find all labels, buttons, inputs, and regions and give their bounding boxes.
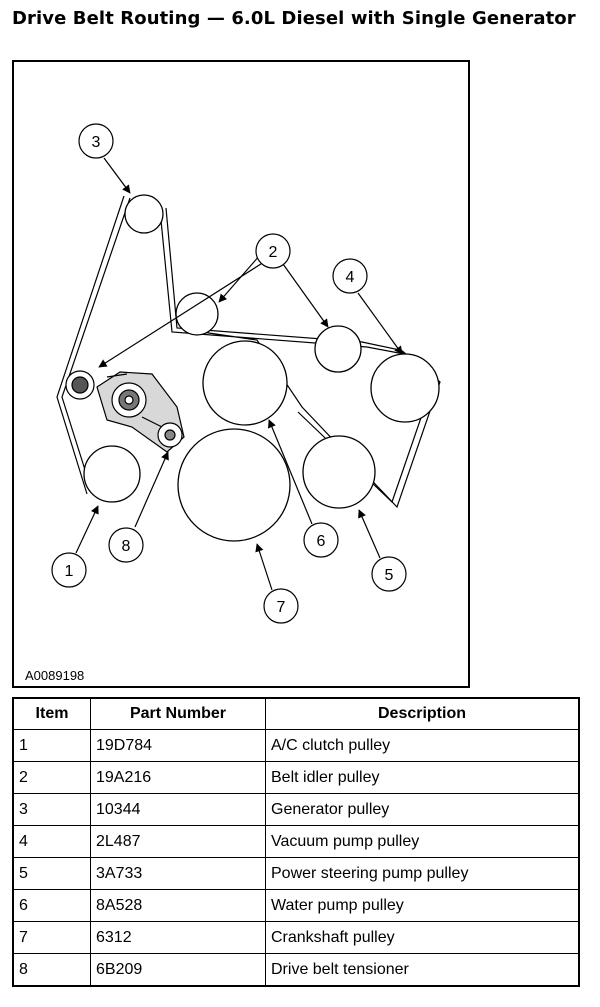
cell-item: 6 — [12, 889, 91, 922]
cell-part-number: 10344 — [90, 793, 266, 826]
callout-1: 1 — [65, 563, 74, 580]
table-header-row: Item Part Number Description — [12, 697, 580, 730]
leader-5 — [358, 509, 381, 559]
page-title: Drive Belt Routing — 6.0L Diesel with Si… — [12, 8, 576, 29]
cell-part-number: 19D784 — [90, 729, 266, 762]
table-row: 1 19D784 A/C clutch pulley — [12, 729, 580, 762]
leader-4 — [357, 292, 403, 355]
table-row: 4 2L487 Vacuum pump pulley — [12, 825, 580, 858]
diagram-svg: 3 2 4 8 1 6 5 7 — [51, 123, 441, 624]
leader-3 — [103, 157, 131, 194]
table-row: 3 10344 Generator pulley — [12, 793, 580, 826]
header-item: Item — [12, 697, 91, 730]
cell-item: 2 — [12, 761, 91, 794]
cell-description: Generator pulley — [265, 793, 580, 826]
callout-6: 6 — [317, 533, 326, 550]
cell-description: Belt idler pulley — [265, 761, 580, 794]
callout-7: 7 — [277, 599, 286, 616]
crankshaft-pulley — [177, 428, 291, 542]
table-row: 7 6312 Crankshaft pulley — [12, 921, 580, 954]
leader-2c — [282, 263, 329, 328]
cell-description: A/C clutch pulley — [265, 729, 580, 762]
drive-belt-tensioner — [65, 370, 185, 453]
table-row: 2 19A216 Belt idler pulley — [12, 761, 580, 794]
leader-2b — [98, 261, 265, 368]
cell-item: 8 — [12, 953, 91, 987]
water-pump-pulley — [202, 340, 288, 426]
cell-part-number: 3A733 — [90, 857, 266, 890]
leader-6 — [268, 419, 313, 525]
callout-5: 5 — [385, 567, 394, 584]
callout-2: 2 — [269, 244, 278, 261]
ac-clutch-pulley — [83, 445, 141, 503]
belt-idler-pulley-lower — [314, 325, 362, 373]
belt-idler-pulley-upper — [175, 292, 219, 336]
cell-part-number: 6B209 — [90, 953, 266, 987]
cell-item: 5 — [12, 857, 91, 890]
cell-item: 1 — [12, 729, 91, 762]
cell-part-number: 2L487 — [90, 825, 266, 858]
power-steering-pump-pulley — [302, 435, 376, 509]
table-row: 5 3A733 Power steering pump pulley — [12, 857, 580, 890]
header-description: Description — [265, 697, 580, 730]
leader-2a — [218, 254, 261, 303]
callout-3: 3 — [92, 134, 101, 151]
table-row: 8 6B209 Drive belt tensioner — [12, 953, 580, 987]
vacuum-pump-pulley — [370, 353, 440, 423]
cell-description: Power steering pump pulley — [265, 857, 580, 890]
parts-table: Item Part Number Description 1 19D784 A/… — [12, 697, 580, 987]
cell-part-number: 8A528 — [90, 889, 266, 922]
cell-item: 4 — [12, 825, 91, 858]
cell-part-number: 6312 — [90, 921, 266, 954]
cell-description: Crankshaft pulley — [265, 921, 580, 954]
table-row: 6 8A528 Water pump pulley — [12, 889, 580, 922]
header-part-number: Part Number — [90, 697, 266, 730]
cell-description: Drive belt tensioner — [265, 953, 580, 987]
belt-routing-diagram: 3 2 4 8 1 6 5 7 A0089198 — [12, 60, 470, 688]
figure-id: A0089198 — [25, 668, 85, 683]
cell-item: 3 — [12, 793, 91, 826]
generator-pulley — [124, 194, 164, 234]
cell-part-number: 19A216 — [90, 761, 266, 794]
leader-7 — [255, 543, 273, 591]
callout-4: 4 — [346, 269, 355, 286]
cell-description: Water pump pulley — [265, 889, 580, 922]
cell-item: 7 — [12, 921, 91, 954]
leader-1 — [75, 505, 99, 554]
cell-description: Vacuum pump pulley — [265, 825, 580, 858]
callout-8: 8 — [122, 538, 131, 555]
leader-8 — [134, 451, 169, 528]
